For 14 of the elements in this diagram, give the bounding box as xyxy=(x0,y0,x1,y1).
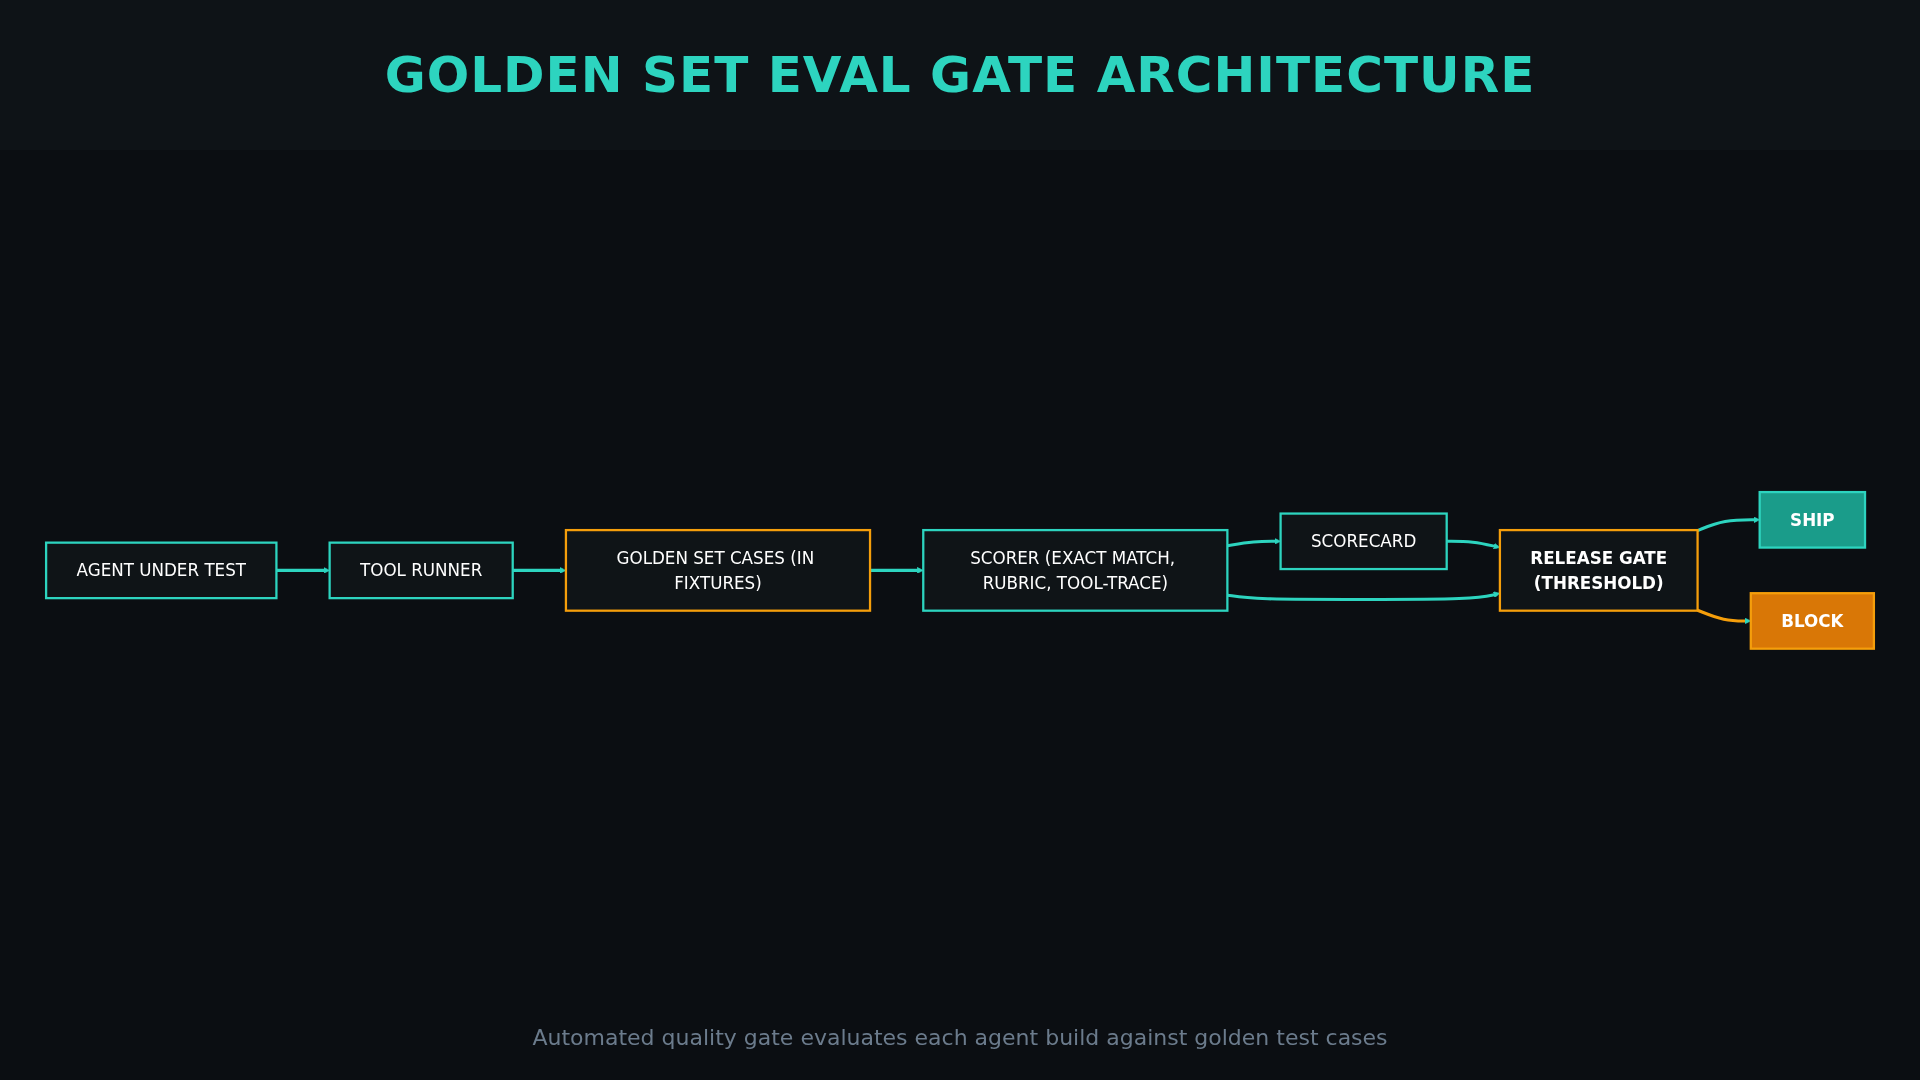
node-box: GOLDEN SET CASES (IN FIXTURES) xyxy=(564,528,872,612)
arrow xyxy=(1227,537,1281,547)
arrow xyxy=(276,566,330,574)
node-box: TOOL RUNNER xyxy=(328,541,514,599)
caption: Automated quality gate evaluates each agent build against golden test cases xyxy=(532,1025,1388,1050)
title: GOLDEN SET EVAL GATE ARCHITECTURE xyxy=(384,46,1536,104)
node-box: SCORECARD xyxy=(1279,512,1448,570)
node-box: BLOCK xyxy=(1749,591,1876,650)
arrow xyxy=(1697,516,1760,532)
arrow xyxy=(870,566,924,574)
node-box: SHIP xyxy=(1758,490,1867,549)
node-box: AGENT UNDER TEST xyxy=(44,541,278,599)
node-box: SCORER (EXACT MATCH, RUBRIC, TOOL-TRACE) xyxy=(922,528,1229,612)
node-box: RELEASE GATE (THRESHOLD) xyxy=(1498,528,1699,612)
